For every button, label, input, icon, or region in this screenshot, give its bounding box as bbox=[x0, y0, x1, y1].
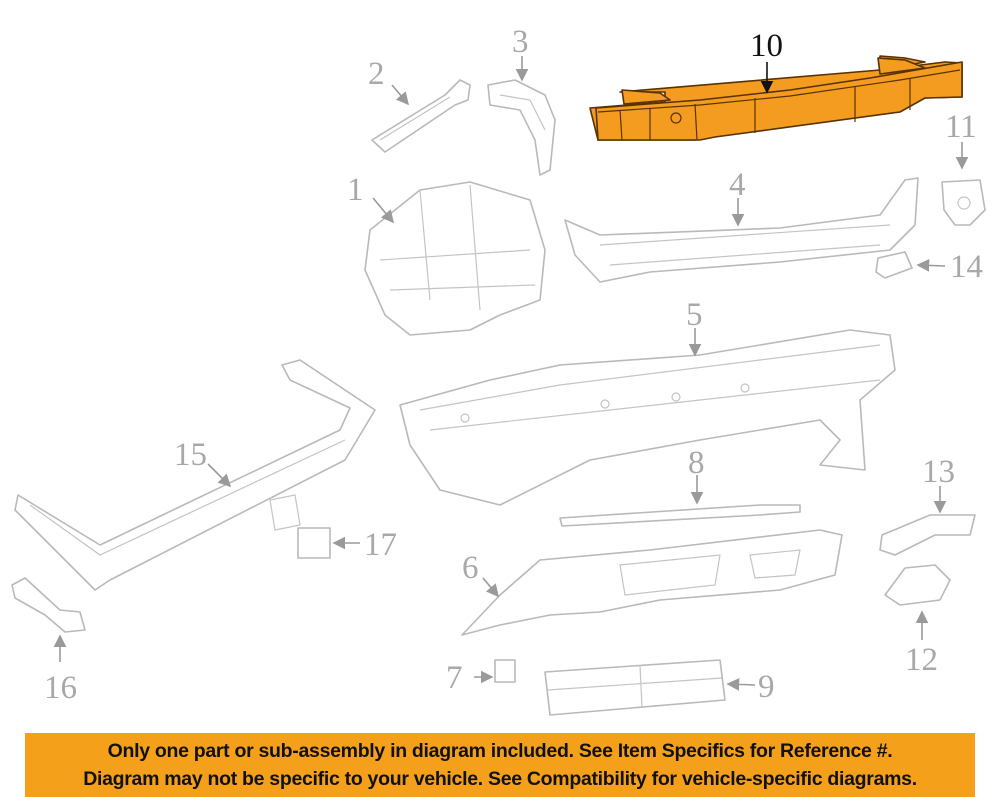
callout-5: 5 bbox=[686, 297, 703, 333]
callout-13: 13 bbox=[922, 454, 955, 490]
part-8-molding bbox=[559, 504, 801, 527]
callout-arrows bbox=[53, 56, 969, 691]
callout-9: 9 bbox=[758, 669, 775, 705]
callout-15: 15 bbox=[174, 437, 207, 473]
part-3-bracket bbox=[487, 79, 556, 176]
callout-16: 16 bbox=[44, 670, 77, 706]
callout-10: 10 bbox=[750, 28, 783, 64]
part-4-absorber bbox=[564, 177, 919, 283]
callout-17: 17 bbox=[364, 527, 397, 563]
callout-14: 14 bbox=[950, 249, 983, 285]
part-14-cover bbox=[875, 251, 913, 279]
part-15-hitch bbox=[14, 359, 376, 591]
part-5-bumper-cover bbox=[399, 329, 896, 506]
disclaimer-banner: Only one part or sub-assembly in diagram… bbox=[25, 733, 975, 797]
part-1-corner-bracket bbox=[364, 181, 546, 336]
part-13-bracket bbox=[879, 514, 976, 556]
callout-3: 3 bbox=[512, 24, 529, 60]
part-11-bracket bbox=[941, 179, 986, 226]
part-6-valance bbox=[461, 529, 843, 636]
part-2-bracket bbox=[371, 79, 471, 153]
part-17-connector bbox=[297, 527, 331, 559]
banner-line-1: Only one part or sub-assembly in diagram… bbox=[107, 740, 893, 762]
callout-7: 7 bbox=[446, 660, 463, 696]
callout-4: 4 bbox=[729, 167, 746, 203]
part-16-bracket bbox=[11, 577, 86, 633]
callout-12: 12 bbox=[905, 642, 938, 678]
part-12-tip bbox=[884, 564, 951, 606]
part-9-step-pad bbox=[544, 659, 726, 716]
part-7-clip bbox=[494, 659, 516, 683]
callout-8: 8 bbox=[688, 445, 705, 481]
callout-2: 2 bbox=[368, 56, 385, 92]
callout-6: 6 bbox=[462, 550, 479, 586]
callout-11: 11 bbox=[945, 109, 977, 145]
banner-line-2: Diagram may not be specific to your vehi… bbox=[83, 768, 917, 790]
callout-1: 1 bbox=[347, 172, 364, 208]
part-10-bumper-reinforcement bbox=[589, 55, 963, 141]
